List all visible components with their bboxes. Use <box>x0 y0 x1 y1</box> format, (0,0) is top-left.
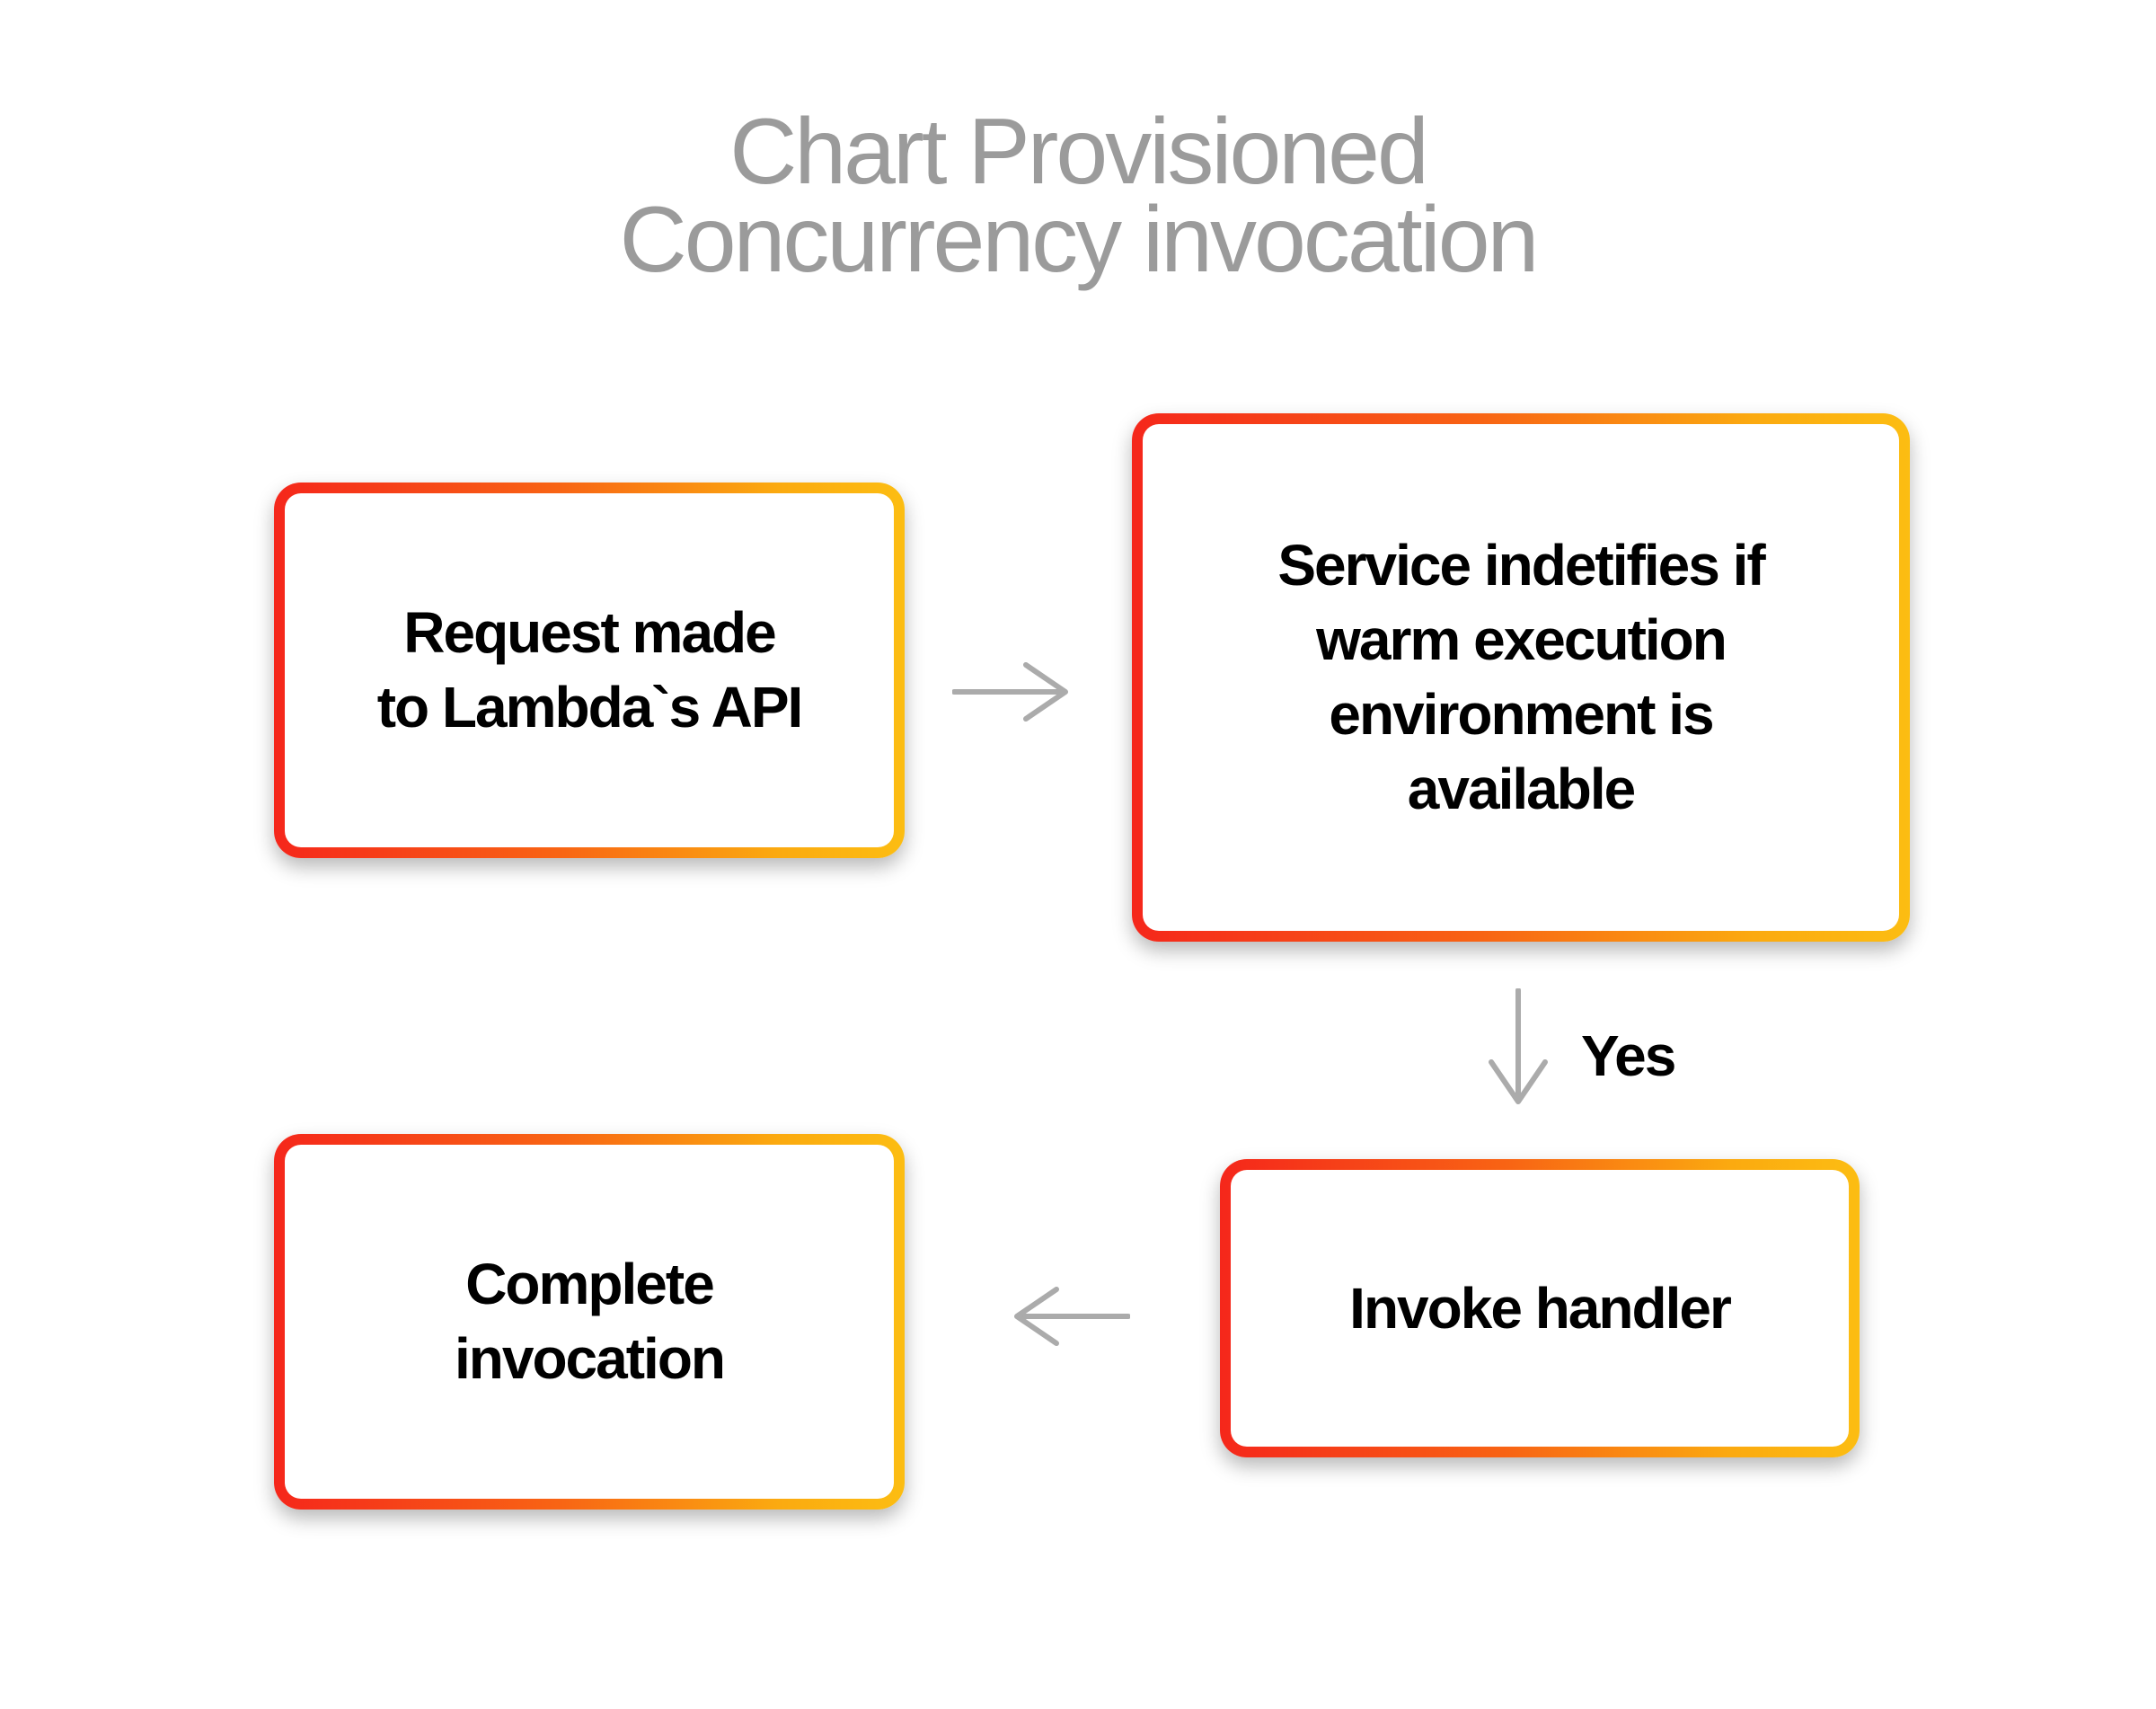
title-line-1: Chart Provisioned <box>729 100 1429 204</box>
node-complete-label: Complete invocation <box>454 1252 726 1391</box>
node-complete: Complete invocation <box>274 1134 905 1510</box>
node-invoke-label: Invoke handler <box>1349 1275 1732 1341</box>
node-request: Request made to Lambda`s API <box>274 483 905 858</box>
arrow-down-icon <box>1489 988 1548 1104</box>
node-service-label: Service indetifies if warm execution env… <box>1277 533 1765 821</box>
arrow-left-icon <box>1014 1287 1130 1346</box>
node-service: Service indetifies if warm execution env… <box>1132 413 1910 942</box>
node-request-label: Request made to Lambda`s API <box>376 600 804 739</box>
node-invoke: Invoke handler <box>1220 1159 1860 1457</box>
edge-label-yes: Yes <box>1581 1023 1676 1088</box>
arrow-right-icon <box>952 662 1068 722</box>
diagram-title: Chart Provisioned Concurrency invocation <box>0 100 2156 292</box>
title-line-2: Concurrency invocation <box>619 188 1540 292</box>
